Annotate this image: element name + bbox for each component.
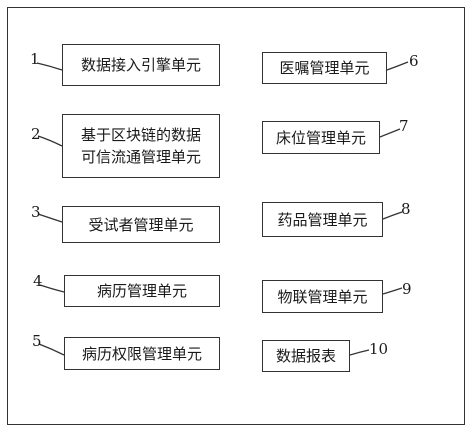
unit-1-number: 1	[30, 50, 40, 68]
unit-8-box: 药品管理单元	[262, 202, 383, 237]
unit-8-number: 8	[401, 200, 411, 218]
unit-7-label: 床位管理单元	[275, 128, 366, 147]
unit-5-box: 病历权限管理单元	[64, 337, 220, 370]
unit-4-label: 病历管理单元	[96, 282, 187, 300]
unit-10-number: 10	[369, 340, 389, 358]
unit-4-number: 4	[33, 272, 43, 290]
unit-2-label-line1: 基于区块链的数据	[80, 126, 201, 144]
unit-2-number: 2	[31, 125, 41, 143]
unit-10-box: 数据报表	[262, 340, 350, 372]
unit-2-box: 基于区块链的数据 可信流通管理单元	[62, 114, 220, 178]
unit-7-box: 床位管理单元	[262, 121, 380, 154]
unit-1-box: 数据接入引擎单元	[62, 44, 220, 86]
unit-6-label: 医嘱管理单元	[279, 59, 370, 77]
unit-4-box: 病历管理单元	[64, 275, 220, 307]
unit-3-label: 受试者管理单元	[88, 215, 194, 234]
unit-3-number: 3	[31, 203, 41, 221]
unit-8-label: 药品管理单元	[277, 210, 368, 229]
unit-3-box: 受试者管理单元	[62, 206, 220, 243]
unit-9-label: 物联管理单元	[277, 287, 368, 306]
diagram-frame	[7, 7, 465, 425]
unit-2-label-line2: 可信流通管理单元	[80, 148, 201, 166]
unit-5-label: 病历权限管理单元	[81, 344, 202, 363]
unit-7-number: 7	[399, 117, 409, 135]
unit-9-box: 物联管理单元	[262, 280, 383, 313]
unit-6-number: 6	[409, 52, 419, 70]
unit-9-number: 9	[402, 280, 412, 298]
unit-10-label: 数据报表	[275, 347, 336, 365]
unit-5-number: 5	[32, 332, 42, 350]
unit-6-box: 医嘱管理单元	[262, 52, 387, 84]
unit-1-label: 数据接入引擎单元	[80, 56, 201, 74]
